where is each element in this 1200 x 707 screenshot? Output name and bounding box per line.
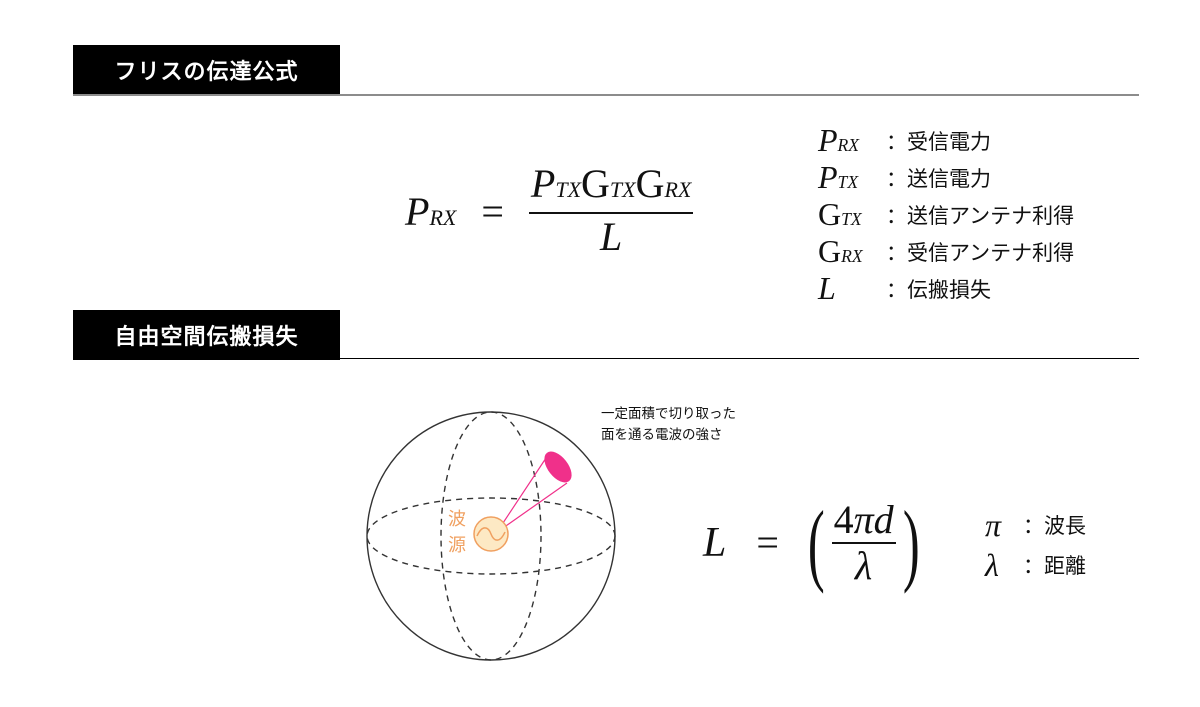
legend-item: PRX ：受信電力: [818, 122, 1074, 159]
path-loss-formula: L = ( 4πd λ ): [703, 495, 926, 590]
fraction-bar: [831, 541, 896, 544]
right-paren: ): [902, 491, 920, 594]
legend-desc: ：伝搬損失: [886, 277, 991, 302]
caption-line: 面を通る電波の強さ: [601, 427, 723, 443]
section-header-free-space: 自由空間伝搬損失: [73, 310, 340, 360]
legend-item: L ：伝搬損失: [818, 270, 1074, 307]
diagram-caption: 一定面積で切り取った 面を通る電波の強さ: [601, 404, 736, 446]
legend-desc: ：受信アンテナ利得: [886, 240, 1075, 265]
legend-item: GTX ：送信アンテナ利得: [818, 196, 1074, 233]
legend-item: λ ：距離: [985, 545, 1086, 585]
divider: [73, 358, 1139, 359]
numerator: PTXGTXGRX: [530, 161, 692, 206]
legend-symbol: PRX: [818, 122, 860, 158]
formula-lhs: PRX: [405, 188, 457, 234]
legend-symbol: PTX: [818, 159, 859, 195]
numerator: 4πd: [833, 496, 894, 542]
legend-desc: ：受信電力: [886, 129, 991, 154]
legend-desc: ：送信アンテナ利得: [886, 203, 1075, 228]
legend-desc: ：距離: [1023, 554, 1086, 578]
legend-desc: ：送信電力: [886, 166, 991, 191]
legend-item: GRX ：受信アンテナ利得: [818, 233, 1074, 270]
source-label: 源: [448, 535, 466, 556]
caption-line: 一定面積で切り取った: [601, 406, 736, 422]
section-header-friis: フリスの伝達公式: [73, 45, 340, 95]
legend-symbol: GRX: [818, 233, 863, 269]
legend-item: PTX ：送信電力: [818, 159, 1074, 196]
legend-desc: ：波長: [1023, 514, 1086, 538]
legend-symbol: GTX: [818, 196, 862, 232]
source-label: 波: [448, 509, 466, 530]
sphere-icon: [366, 411, 616, 661]
friis-legend: PRX ：受信電力 PTX ：送信電力 GTX ：送信アンテナ利得 GRX ：受…: [818, 122, 1074, 307]
fraction: 4πd λ: [831, 496, 896, 588]
fraction: PTXGTXGRX L: [528, 161, 694, 260]
legend-symbol: λ: [985, 546, 999, 583]
legend-symbol: π: [985, 506, 1002, 543]
left-paren: (: [807, 491, 825, 594]
legend-symbol: L: [818, 270, 836, 306]
legend-item: π ：波長: [985, 505, 1086, 545]
section-title: 自由空間伝搬損失: [114, 325, 299, 350]
fraction-bar: [528, 212, 694, 214]
denominator: λ: [854, 542, 873, 588]
section-title: フリスの伝達公式: [114, 60, 299, 85]
friis-formula: PRX = PTXGTXGRX L: [405, 162, 694, 259]
loss-legend: π ：波長 λ ：距離: [985, 505, 1086, 585]
radiation-sphere-diagram: 波 源: [360, 405, 625, 667]
divider: [73, 94, 1139, 96]
equals-sign: =: [481, 188, 504, 234]
equals-sign: =: [756, 520, 779, 565]
denominator: L: [600, 214, 623, 259]
formula-lhs: L: [703, 519, 727, 566]
